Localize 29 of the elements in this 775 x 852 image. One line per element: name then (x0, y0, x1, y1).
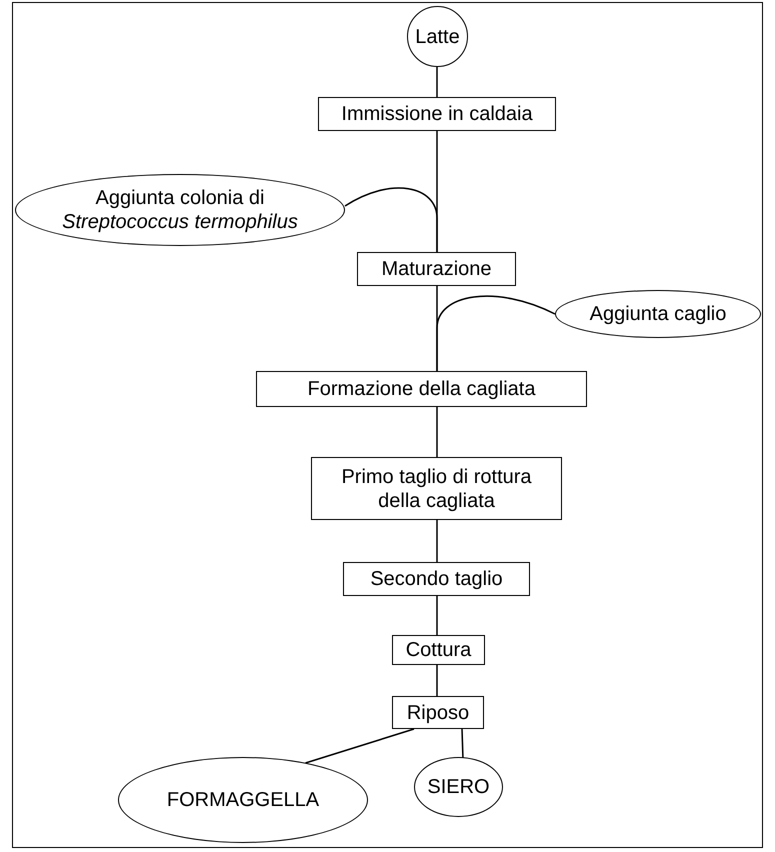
node-label: Immissione in caldaia (341, 102, 533, 126)
process-box (392, 696, 484, 729)
connector-line (344, 187, 438, 252)
process-ellipse (555, 290, 761, 338)
node-label: Cottura (406, 638, 472, 662)
connector-line (436, 295, 556, 371)
process-box (256, 371, 587, 407)
node-label: Latte (415, 24, 460, 48)
node-label: Riposo (406, 700, 470, 724)
process-box (357, 252, 516, 286)
connector-line (436, 596, 438, 635)
connector-line (436, 520, 438, 562)
node-label: Formazione della cagliata (308, 377, 536, 401)
process-box (392, 635, 485, 665)
node-label: SIERO (427, 775, 490, 799)
node-label: Aggiunta colonia di Streptococcus termophilus (61, 186, 299, 234)
connector-line (461, 728, 464, 758)
node-label: Aggiunta caglio (590, 302, 726, 326)
connector-line (436, 665, 438, 696)
node-label: Secondo taglio (370, 567, 503, 591)
connector-line (305, 728, 414, 764)
connector-line (436, 407, 438, 457)
connector-line (436, 67, 438, 97)
process-box (318, 97, 556, 131)
node-label: FORMAGGELLA (166, 788, 320, 812)
node-label: Primo taglio di rottura della cagliata (340, 464, 533, 512)
process-box (343, 562, 530, 596)
process-box (311, 457, 562, 520)
node-label: Maturazione (381, 257, 492, 281)
